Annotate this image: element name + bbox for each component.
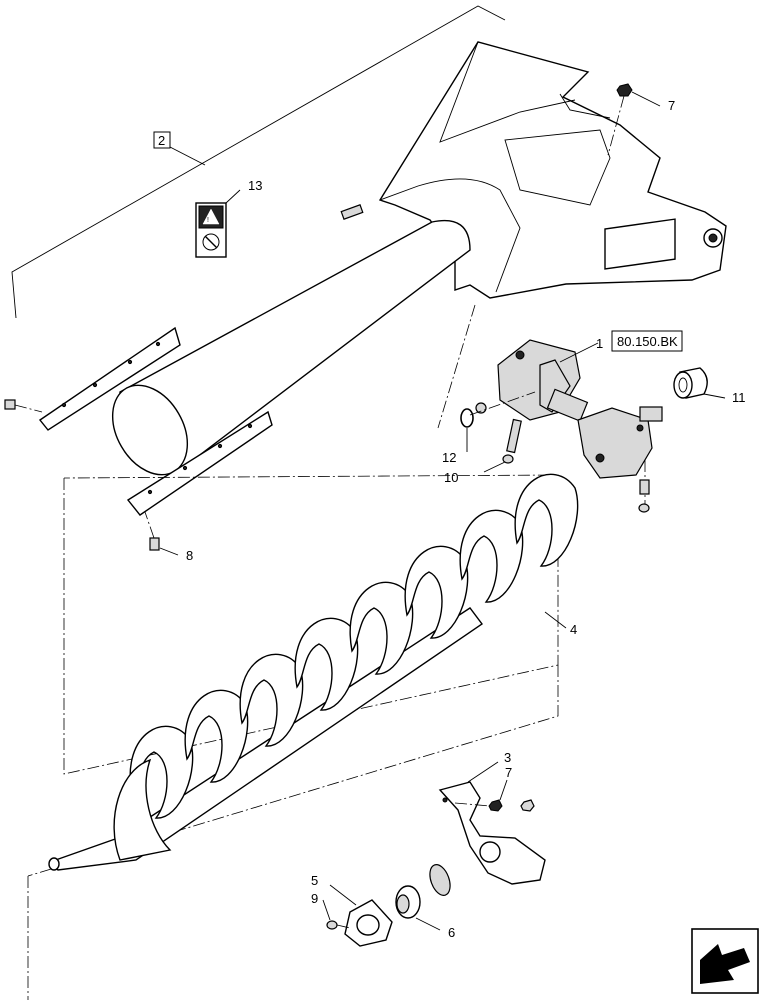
callout-7-top: 7 (668, 98, 675, 113)
callout-7-bracket: 7 (505, 765, 512, 780)
top-nut: 7 (607, 83, 675, 156)
callout-9: 9 (311, 891, 318, 906)
spacer: 11 (673, 367, 746, 405)
flight-loop (294, 617, 359, 711)
bolt-8: 8 (144, 511, 193, 563)
callout-1: 1 (596, 336, 603, 351)
auger-flighting: 4 (48, 473, 579, 871)
flight-loop (113, 758, 172, 861)
callout-11: 11 (732, 390, 746, 405)
warning-decal: ! 13 (195, 178, 262, 258)
bearing-parts: 6 5 9 (311, 864, 455, 947)
callout-6: 6 (448, 925, 455, 940)
flight-loop (184, 689, 249, 783)
flight-loop (239, 653, 304, 747)
bolt-left (4, 399, 43, 413)
mounting-strip-upper (38, 326, 181, 431)
auger-bracket: 3 7 (438, 750, 546, 885)
callout-4: 4 (570, 622, 577, 637)
callout-3: 3 (504, 750, 511, 765)
gearbox-bolt: 10 (444, 418, 522, 485)
flight-loop (404, 545, 469, 639)
callout-8: 8 (186, 548, 193, 563)
flight-loop (459, 509, 524, 603)
auger-tube (111, 219, 471, 476)
reference-box-2: 2 (158, 133, 165, 148)
callout-13: 13 (248, 178, 262, 193)
snap-ring: 12 (442, 402, 487, 465)
alignment-lines (27, 304, 559, 1000)
flight-loop (129, 725, 194, 819)
flight-loop (349, 581, 414, 675)
section-ref-box: 80.150.BK (617, 334, 678, 349)
assembly-bracket: 2 (11, 5, 506, 319)
callout-12: 12 (442, 450, 456, 465)
navigation-arrow-icon[interactable] (691, 928, 759, 994)
callout-10: 10 (444, 470, 458, 485)
mounting-strip-lower (126, 410, 273, 516)
flight-loop (514, 473, 579, 567)
callout-5: 5 (311, 873, 318, 888)
gearbox-assembly: 1 80.150.BK (497, 330, 683, 513)
warning-decal-icon: ! (207, 217, 209, 224)
